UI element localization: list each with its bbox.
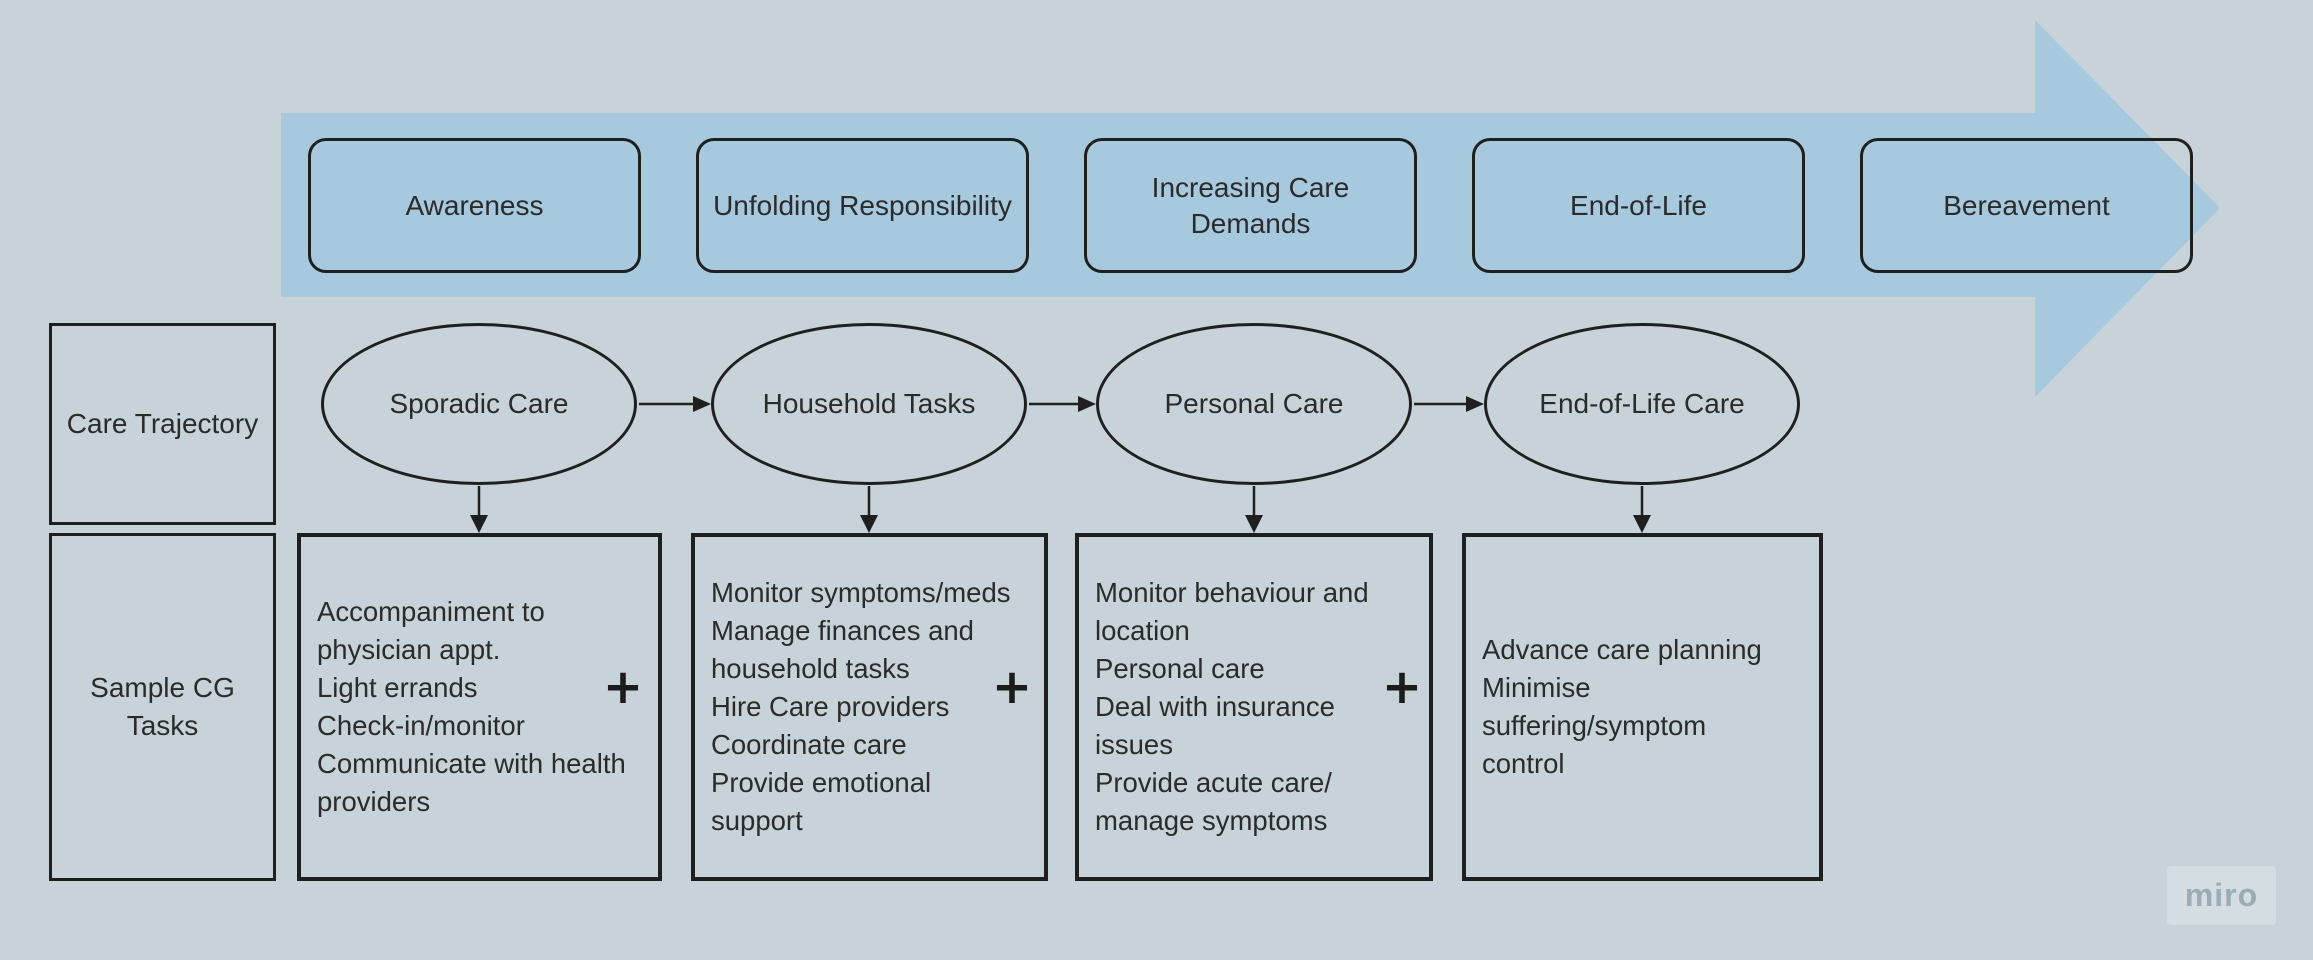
- node-end-of-life-care[interactable]: End-of-Life Care: [1484, 323, 1800, 485]
- stage-end-of-life[interactable]: End-of-Life: [1472, 138, 1805, 273]
- node-sporadic-care[interactable]: Sporadic Care: [321, 323, 637, 485]
- node-label: End-of-Life Care: [1539, 388, 1745, 419]
- stage-label: End-of-Life: [1570, 189, 1707, 221]
- node-label: Personal Care: [1164, 388, 1344, 419]
- connector-sporadic-to-household[interactable]: [639, 396, 711, 412]
- down-arrow-sporadic[interactable]: [470, 486, 488, 533]
- timeline-arrow-shape[interactable]: [281, 20, 2220, 397]
- stage-awareness[interactable]: Awareness: [308, 138, 641, 273]
- plus-icon[interactable]: +: [1381, 659, 1423, 715]
- down-arrow-personal[interactable]: [1245, 486, 1263, 533]
- miro-watermark[interactable]: miro: [2167, 866, 2276, 925]
- node-personal-care[interactable]: Personal Care: [1096, 323, 1412, 485]
- down-arrow-endoflife[interactable]: [1633, 486, 1651, 533]
- plus-icon[interactable]: +: [991, 659, 1033, 715]
- care-trajectory-label-box[interactable]: Care Trajectory: [49, 323, 276, 525]
- care-trajectory-label: Care Trajectory: [66, 408, 259, 439]
- connector-household-to-personal[interactable]: [1029, 396, 1096, 412]
- plus-icon[interactable]: +: [602, 659, 644, 715]
- miro-watermark-label: miro: [2184, 877, 2259, 913]
- stage-unfolding-responsibility[interactable]: Unfolding Responsibility: [696, 138, 1029, 273]
- node-household-tasks[interactable]: Household Tasks: [711, 323, 1027, 485]
- node-label: Household Tasks: [762, 388, 976, 419]
- stage-label: Bereavement: [1943, 189, 2110, 221]
- node-label: Sporadic Care: [389, 388, 569, 419]
- stage-label: Awareness: [405, 189, 544, 221]
- stage-label: Unfolding Responsibility: [713, 189, 1012, 221]
- down-arrow-household[interactable]: [860, 486, 878, 533]
- connector-personal-to-endoflife[interactable]: [1414, 396, 1484, 412]
- stage-bereavement[interactable]: Bereavement: [1860, 138, 2193, 273]
